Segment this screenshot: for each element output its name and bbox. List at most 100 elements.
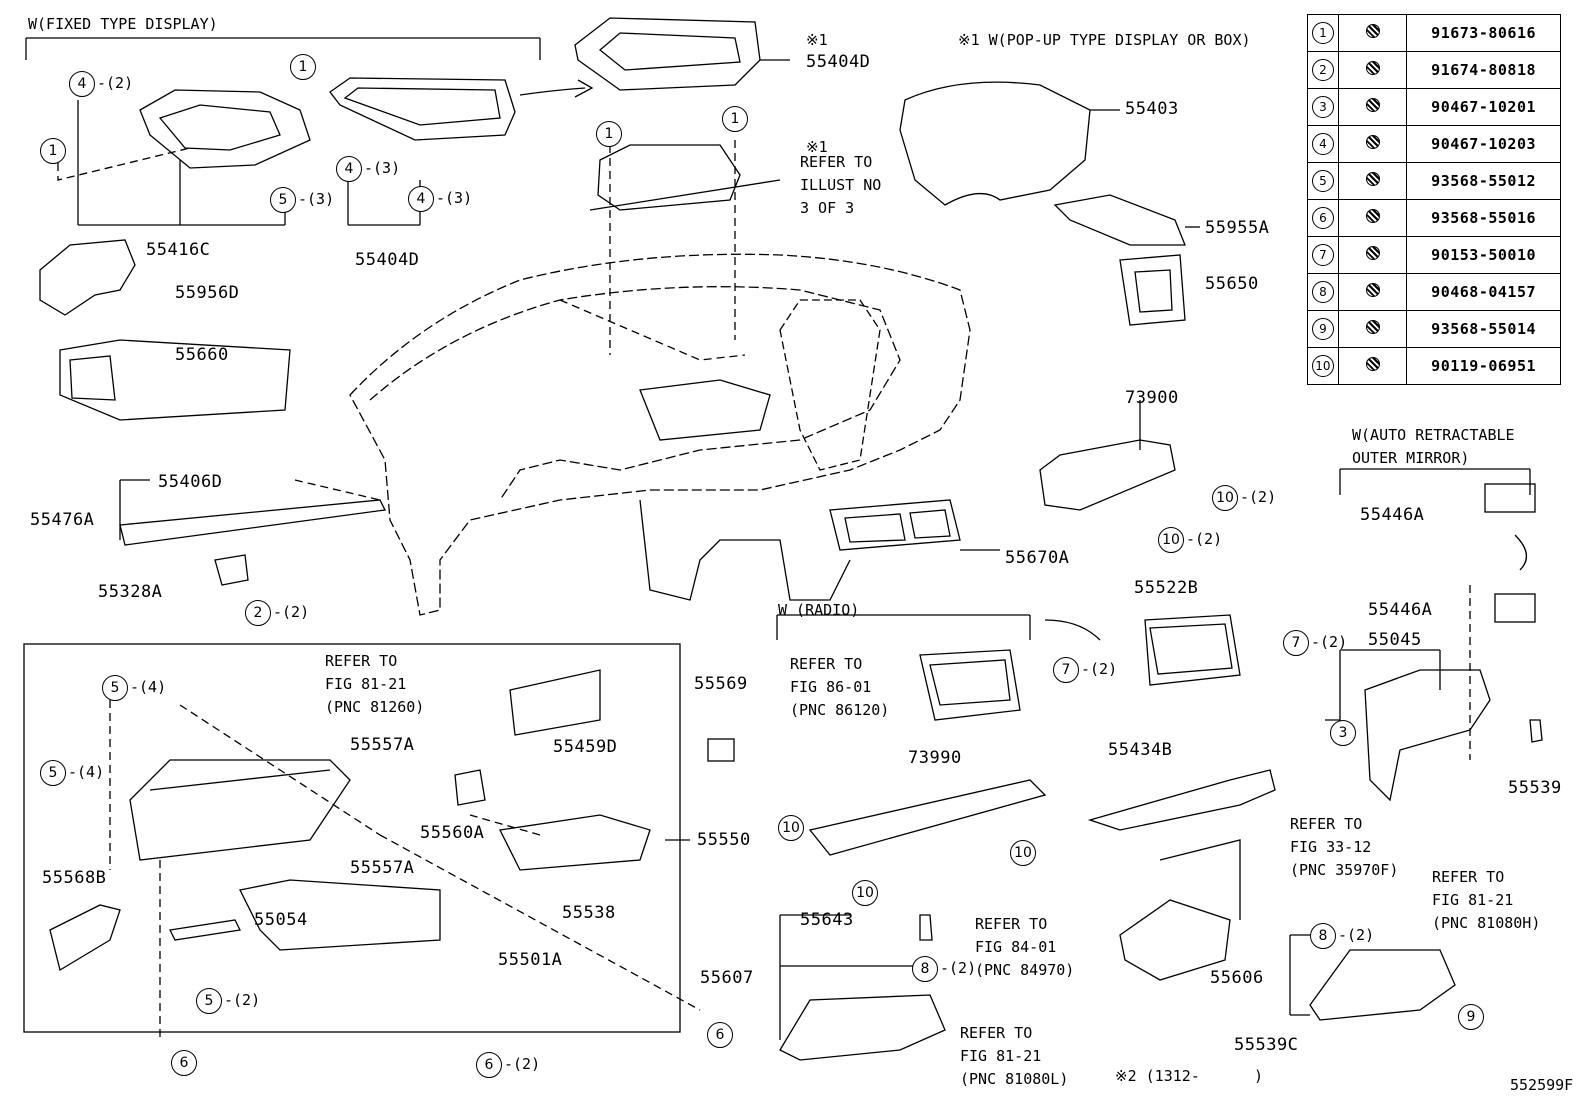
part-label-55557a-2[interactable]: 55557A	[350, 858, 415, 878]
screw-icon	[1365, 357, 1380, 371]
part-label-55404d-popup[interactable]: 55404D	[806, 52, 871, 72]
refer-81260-line2: FIG 81-21	[325, 675, 407, 693]
part-label-55446a[interactable]: 55446A	[1360, 505, 1425, 525]
part-label-55538[interactable]: 55538	[562, 903, 616, 923]
part-label-55557a[interactable]: 55557A	[350, 735, 415, 755]
fastener-num: 7	[1311, 244, 1334, 266]
callout-num: 10	[852, 880, 878, 906]
fastener-num-cell: 5	[1307, 162, 1339, 200]
label-auto-retract-2: OUTER MIRROR)	[1352, 449, 1470, 467]
fastener-part-number[interactable]: 90467-10203	[1406, 125, 1561, 163]
refer-81080l-line3: (PNC 81080L)	[960, 1070, 1069, 1088]
callout-num: 3	[1330, 720, 1356, 746]
part-label-55539[interactable]: 55539	[1508, 778, 1562, 798]
refer-84970-line1: REFER TO	[975, 915, 1048, 933]
fastener-num-cell: 3	[1307, 88, 1339, 126]
part-label-55446a-2[interactable]: 55446A	[1368, 600, 1433, 620]
refer-35970-line2: FIG 33-12	[1290, 838, 1372, 856]
part-label-55955a[interactable]: 55955A	[1205, 218, 1270, 238]
callout-qty: -(3)	[436, 189, 473, 207]
callout-num: 10	[1158, 527, 1184, 553]
part-label-73900[interactable]: 73900	[1125, 388, 1179, 408]
callout-num: 6	[707, 1022, 733, 1048]
screw-icon	[1365, 246, 1380, 260]
part-label-55539c[interactable]: 55539C	[1234, 1035, 1299, 1055]
part-label-55416c[interactable]: 55416C	[146, 240, 211, 260]
callout-qty: -(2)	[504, 1055, 541, 1073]
part-label-55569[interactable]: 55569	[694, 674, 748, 694]
refer-81080l-line2: FIG 81-21	[960, 1047, 1042, 1065]
fastener-part-number[interactable]: 90468-04157	[1406, 273, 1561, 311]
callout-qty: -(2)	[1186, 530, 1223, 548]
callout-num: 4	[336, 156, 362, 182]
fastener-part-number[interactable]: 90153-50010	[1406, 236, 1561, 274]
part-label-55054[interactable]: 55054	[254, 910, 308, 930]
callout-num: 6	[476, 1052, 502, 1078]
callout-num: 8	[1310, 923, 1336, 949]
part-label-55568b[interactable]: 55568B	[42, 868, 107, 888]
fastener-part-number[interactable]: 93568-55014	[1406, 310, 1561, 348]
fastener-num: 3	[1311, 96, 1334, 118]
fastener-part-number[interactable]: 91673-80616	[1406, 14, 1561, 52]
part-label-55607[interactable]: 55607	[700, 968, 754, 988]
part-label-55434b[interactable]: 55434B	[1108, 740, 1173, 760]
fastener-icon-cell	[1337, 273, 1408, 311]
part-label-55606[interactable]: 55606	[1210, 968, 1264, 988]
part-label-55643[interactable]: 55643	[800, 910, 854, 930]
callout-qty: -(2)	[1311, 633, 1348, 651]
callout-num: 7	[1283, 630, 1309, 656]
fastener-row: 5 93568-55012	[1307, 162, 1561, 200]
callout-num: 6	[171, 1050, 197, 1076]
part-label-55560a[interactable]: 55560A	[420, 823, 485, 843]
fastener-part-number[interactable]: 91674-80818	[1406, 51, 1561, 89]
refer-81260-line1: REFER TO	[325, 652, 398, 670]
part-label-55045[interactable]: 55045	[1368, 630, 1422, 650]
fastener-num: 9	[1311, 318, 1334, 340]
part-label-55550[interactable]: 55550	[697, 830, 751, 850]
part-label-55522b[interactable]: 55522B	[1134, 578, 1199, 598]
fastener-part-number[interactable]: 93568-55016	[1406, 199, 1561, 237]
part-label-55403[interactable]: 55403	[1125, 99, 1179, 119]
part-label-55650[interactable]: 55650	[1205, 274, 1259, 294]
fastener-num-cell: 4	[1307, 125, 1339, 163]
fastener-icon-cell	[1337, 199, 1408, 237]
mark-2-note: ※2 (1312- )	[1115, 1067, 1264, 1085]
part-label-55328a[interactable]: 55328A	[98, 582, 163, 602]
callout-num: 5	[40, 760, 66, 786]
refer-81080l-line1: REFER TO	[960, 1024, 1033, 1042]
part-label-55406d[interactable]: 55406D	[158, 472, 223, 492]
callout-num: 1	[596, 121, 622, 147]
fastener-num-cell: 6	[1307, 199, 1339, 237]
fastener-num: 10	[1311, 355, 1334, 377]
refer-81080h-line2: FIG 81-21	[1432, 891, 1514, 909]
part-label-55459d[interactable]: 55459D	[553, 737, 618, 757]
part-label-55476a[interactable]: 55476A	[30, 510, 95, 530]
fastener-icon-cell	[1337, 236, 1408, 274]
fastener-part-number[interactable]: 93568-55012	[1406, 162, 1561, 200]
callout-num: 7	[1053, 657, 1079, 683]
part-label-55404d[interactable]: 55404D	[355, 250, 420, 270]
fastener-part-number[interactable]: 90467-10201	[1406, 88, 1561, 126]
part-label-55956d[interactable]: 55956D	[175, 283, 240, 303]
part-label-73990[interactable]: 73990	[908, 748, 962, 768]
part-label-55501a[interactable]: 55501A	[498, 950, 563, 970]
part-label-55670a[interactable]: 55670A	[1005, 548, 1070, 568]
label-radio: W (RADIO)	[778, 601, 860, 619]
part-label-55660[interactable]: 55660	[175, 345, 229, 365]
callout-num: 4	[408, 186, 434, 212]
mark-1-label: ※1	[806, 31, 828, 49]
fastener-num: 6	[1311, 207, 1334, 229]
callout-qty: -(2)	[1338, 926, 1375, 944]
fastener-num-cell: 7	[1307, 236, 1339, 274]
fastener-row: 9 93568-55014	[1307, 310, 1561, 348]
fastener-num-cell: 9	[1307, 310, 1339, 348]
refer-84970-line3: (PNC 84970)	[975, 961, 1075, 979]
fastener-part-number[interactable]: 90119-06951	[1406, 347, 1561, 385]
callout-num: 10	[778, 815, 804, 841]
refer-86120-line3: (PNC 86120)	[790, 701, 890, 719]
fastener-num: 5	[1311, 170, 1334, 192]
clip-icon	[1365, 135, 1380, 149]
